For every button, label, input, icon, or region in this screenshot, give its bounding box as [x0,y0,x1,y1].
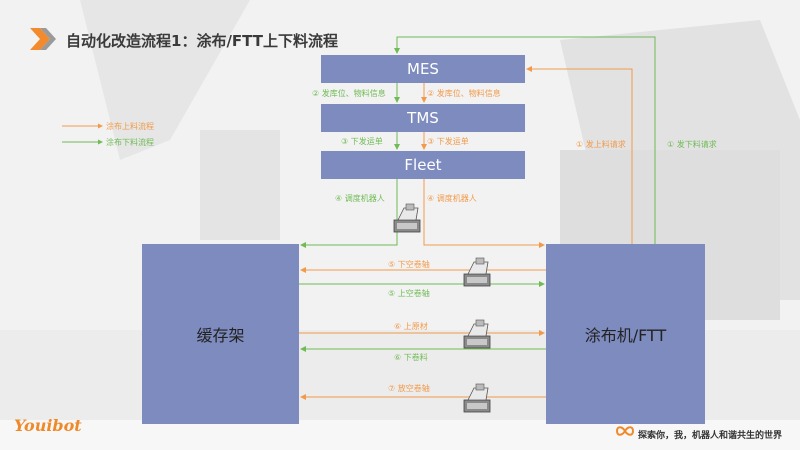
label-mes-tms-green: ② 发库位、物料信息 [312,89,386,98]
label-tms-fleet-green: ③ 下发运单 [341,137,383,146]
robot-icon [463,319,491,349]
label-step6-orange: ⑥ 上原材 [394,322,428,331]
label-dispatch-orange: ④ 调度机器人 [427,194,477,203]
slogan: 探索你，我，机器人和谐共生的世界 [638,431,783,441]
chevron-icon [30,28,56,50]
robot-icon [393,203,421,233]
label-step6-green: ⑥ 下卷料 [394,353,428,362]
label-tms-fleet-orange: ③ 下发运单 [427,137,469,146]
label-mes-tms-orange: ② 发库位、物料信息 [427,89,501,98]
infinity-icon [616,426,634,436]
fleet-box: Fleet [321,151,525,179]
label-step7-orange: ⑦ 放空卷轴 [388,384,430,393]
label-step5-green: ⑤ 上空卷轴 [388,289,430,298]
label-dispatch-green: ④ 调度机器人 [335,194,385,203]
label-feed-request: ① 发上料请求 [576,140,626,149]
page-title: 自动化改造流程1：涂布/FTT上下料流程 [66,32,338,50]
robot-icon [463,257,491,287]
buffer-rack-box: 缓存架 [142,244,299,424]
legend-unload: 涂布下料流程 [106,138,154,147]
mes-box: MES [321,55,525,83]
robot-icon [463,383,491,413]
legend-feed: 涂布上料流程 [106,122,154,131]
label-unload-request: ① 发下料请求 [667,140,717,149]
tms-box: TMS [321,104,525,132]
label-step5-orange: ⑤ 下空卷轴 [388,260,430,269]
coater-box: 涂布机/FTT [546,244,705,424]
youibot-logo: Youibot [14,416,82,435]
